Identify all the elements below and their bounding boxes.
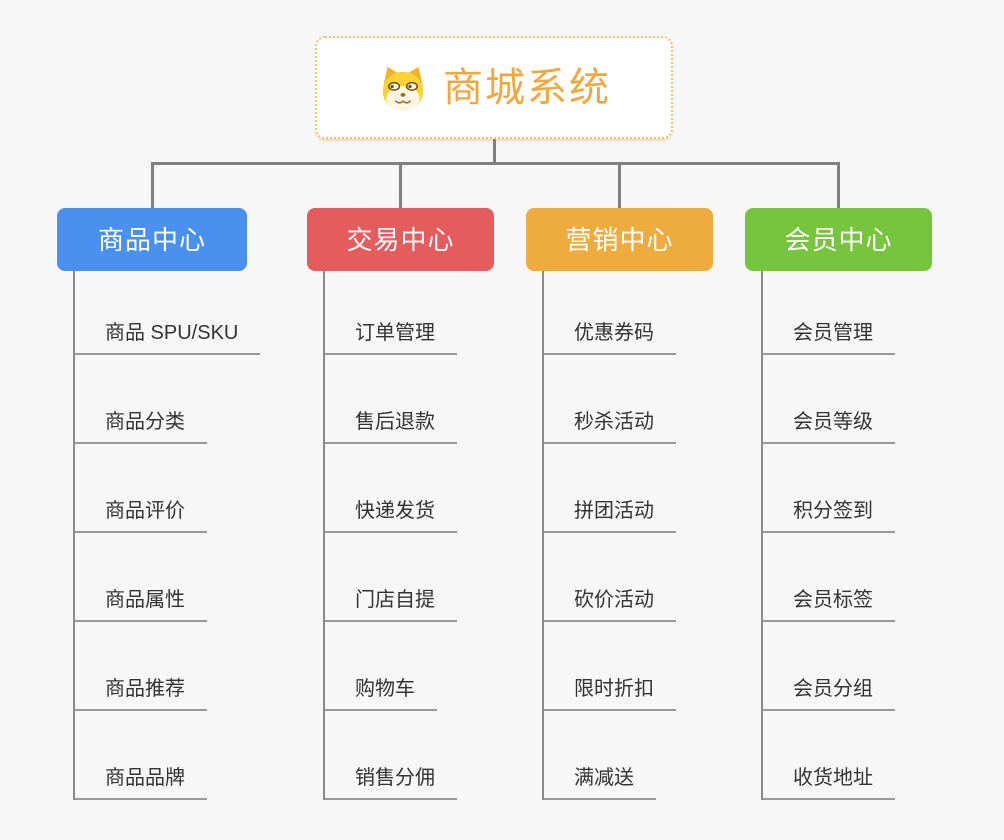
leaf-node[interactable]: 会员管理 [763, 271, 895, 355]
leaf-node[interactable]: 限时折扣 [544, 622, 676, 711]
leaf-label: 快递发货 [355, 500, 435, 522]
branch-node-product-center[interactable]: 商品中心 [57, 208, 247, 271]
root-title: 商城系统 [443, 65, 611, 110]
leaf-label: 购物车 [355, 678, 415, 700]
connector-horizontal [151, 162, 840, 165]
leaf-label: 会员分组 [793, 678, 873, 700]
leaf-node[interactable]: 销售分佣 [325, 711, 457, 800]
leaf-label: 售后退款 [355, 411, 435, 433]
leaf-label: 商品推荐 [105, 678, 185, 700]
leaf-label: 订单管理 [355, 322, 435, 344]
leaf-node[interactable]: 商品属性 [75, 533, 207, 622]
branch-label: 商品中心 [97, 224, 206, 255]
leaf-node[interactable]: 商品品牌 [75, 711, 207, 800]
leaf-label: 销售分佣 [355, 767, 435, 789]
connector-root-drop [493, 139, 496, 164]
branch-node-marketing-center[interactable]: 营销中心 [526, 208, 713, 271]
branch-column-member-center: 会员管理会员等级积分签到会员标签会员分组收货地址 [761, 271, 895, 800]
branch-column-product-center: 商品 SPU/SKU 商品分类商品评价商品属性商品推荐商品品牌 [73, 271, 261, 800]
leaf-label: 商品属性 [105, 589, 185, 611]
leaf-node[interactable]: 快递发货 [325, 444, 457, 533]
leaf-label: 满减送 [574, 767, 634, 789]
leaf-node[interactable]: 会员分组 [763, 622, 895, 711]
branch-node-member-center[interactable]: 会员中心 [745, 208, 932, 271]
root-node[interactable]: 商城系统 [315, 36, 673, 139]
leaf-node[interactable]: 售后退款 [325, 355, 457, 444]
connector-drop-trade-center [399, 162, 402, 208]
leaf-label: 秒杀活动 [574, 411, 654, 433]
leaf-node[interactable]: 会员标签 [763, 533, 895, 622]
leaf-node[interactable]: 拼团活动 [544, 444, 676, 533]
leaf-node[interactable]: 商品分类 [75, 355, 207, 444]
leaf-label: 商品评价 [105, 500, 185, 522]
leaf-node[interactable]: 积分签到 [763, 444, 895, 533]
leaf-label: 限时折扣 [574, 678, 654, 700]
leaf-label: 商品品牌 [105, 767, 185, 789]
connector-drop-member-center [837, 162, 840, 208]
leaf-node[interactable]: 收货地址 [763, 711, 895, 800]
branch-label: 营销中心 [565, 224, 674, 255]
leaf-node[interactable]: 砍价活动 [544, 533, 676, 622]
leaf-node[interactable]: 满减送 [544, 711, 656, 800]
leaf-label: 收货地址 [793, 767, 873, 789]
leaf-label: 会员标签 [793, 589, 873, 611]
branch-column-marketing-center: 优惠券码秒杀活动拼团活动砍价活动限时折扣满减送 [542, 271, 676, 800]
branch-column-trade-center: 订单管理售后退款快递发货门店自提购物车销售分佣 [323, 271, 457, 800]
connector-drop-marketing-center [618, 162, 621, 208]
branch-node-trade-center[interactable]: 交易中心 [307, 208, 494, 271]
connector-drop-product-center [151, 162, 154, 208]
leaf-node[interactable]: 商品推荐 [75, 622, 207, 711]
leaf-node[interactable]: 商品评价 [75, 444, 207, 533]
leaf-label: 优惠券码 [574, 322, 654, 344]
leaf-node[interactable]: 优惠券码 [544, 271, 676, 355]
leaf-label: 商品 SPU/SKU [105, 322, 239, 344]
leaf-label: 会员管理 [793, 322, 873, 344]
leaf-node[interactable]: 商品 SPU/SKU [75, 271, 261, 355]
leaf-node[interactable]: 会员等级 [763, 355, 895, 444]
leaf-node[interactable]: 门店自提 [325, 533, 457, 622]
branch-label: 交易中心 [346, 224, 455, 255]
leaf-node[interactable]: 订单管理 [325, 271, 457, 355]
leaf-node[interactable]: 购物车 [325, 622, 437, 711]
dog-face-icon [382, 66, 424, 111]
leaf-label: 积分签到 [793, 500, 873, 522]
leaf-label: 门店自提 [355, 589, 435, 611]
branch-label: 会员中心 [784, 224, 893, 255]
leaf-label: 会员等级 [793, 411, 873, 433]
leaf-label: 砍价活动 [574, 589, 654, 611]
leaf-node[interactable]: 秒杀活动 [544, 355, 676, 444]
leaf-label: 商品分类 [105, 411, 185, 433]
leaf-label: 拼团活动 [574, 500, 654, 522]
